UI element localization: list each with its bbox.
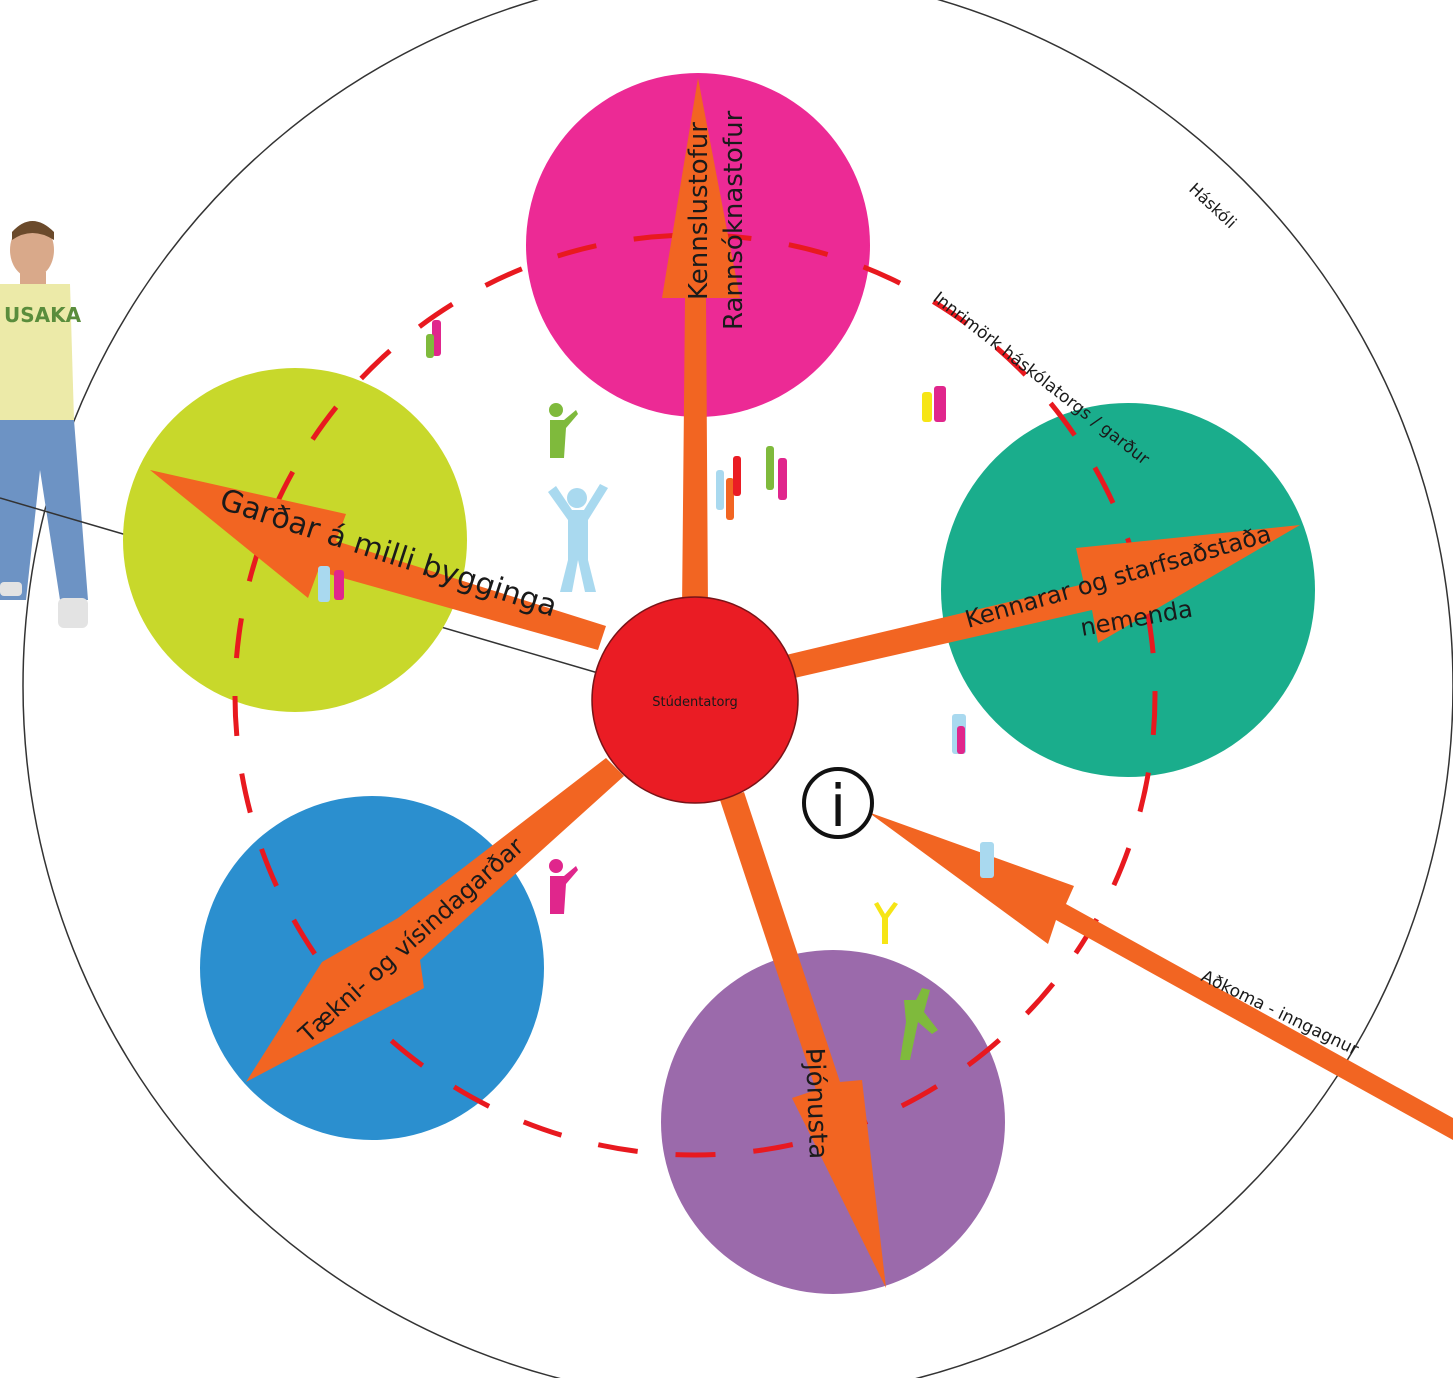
figure-pair-right-icon [952,714,966,754]
svg-text:USAKA: USAKA [4,303,82,327]
person-photo: USAKA [0,221,88,628]
figure-sitting-icon [980,842,994,878]
top-label-1: Kennslustofur [684,122,714,300]
figure-dancer-lightblue-icon [548,484,608,592]
top-label-2: Rannsóknastofur [719,110,749,330]
figure-yellow-icon [874,902,898,944]
figure-pink-pointing-icon [549,859,578,914]
access-label: Aðkoma - inngagnur [1198,967,1362,1061]
figure-green-pointing-icon [549,403,578,458]
outer-ring-label: Háskóli [1185,179,1240,232]
svg-text:i: i [830,772,846,840]
bottom-label: Þjónusta [799,1047,833,1159]
figure-group-icon [716,446,787,520]
figure-couple-right-icon [922,386,946,422]
info-icon: i [804,769,872,840]
figure-couple-top-left-icon [426,320,441,358]
center-label: Stúdentatorg [652,695,738,710]
